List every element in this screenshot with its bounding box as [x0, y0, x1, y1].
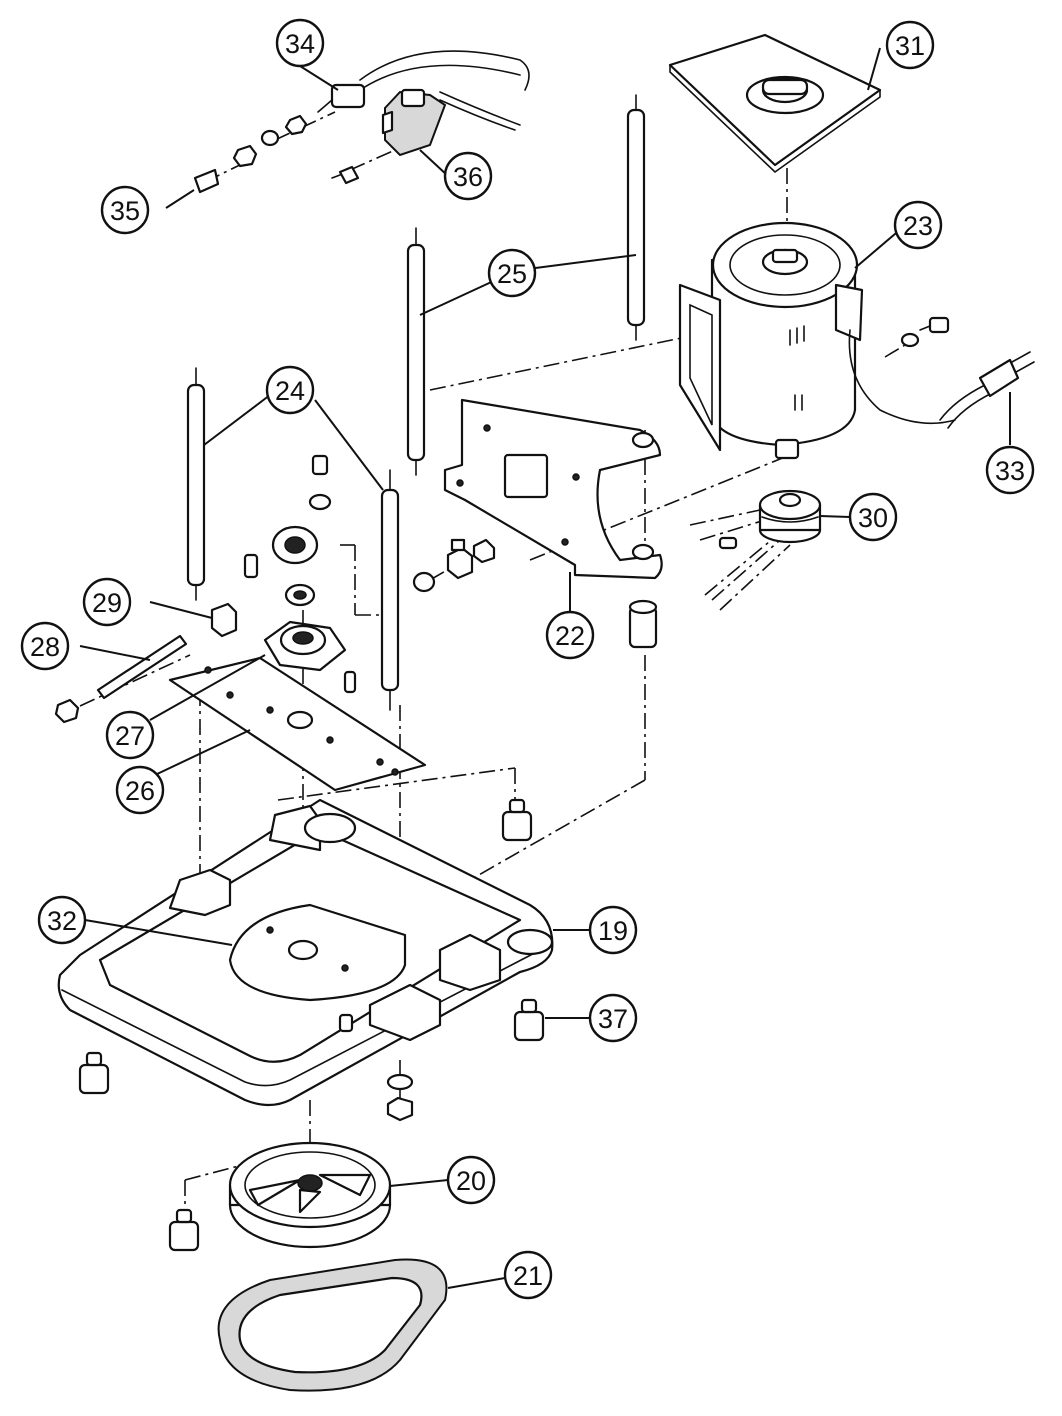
callout-35: 35 — [100, 185, 150, 235]
plate-part-26 — [168, 656, 427, 792]
svg-text:30: 30 — [858, 503, 888, 533]
bracket-fasteners — [412, 538, 658, 649]
disc-plate-part-32 — [228, 903, 407, 1002]
foot-part-37 — [78, 798, 545, 1252]
callout-30: 30 — [848, 492, 898, 542]
callout-31: 31 — [885, 20, 935, 70]
svg-text:27: 27 — [115, 721, 145, 751]
svg-text:29: 29 — [92, 588, 122, 618]
callout-33: 33 — [985, 445, 1035, 495]
callout-24: 24 — [265, 365, 315, 415]
callout-21: 21 — [503, 1250, 553, 1300]
callout-23: 23 — [893, 200, 943, 250]
svg-text:32: 32 — [47, 906, 77, 936]
callout-22: 22 — [545, 610, 595, 660]
motor-part-23 — [678, 221, 956, 460]
svg-text:21: 21 — [513, 1261, 543, 1291]
callouts: 19 20 21 22 23 24 25 26 27 28 29 30 31 3… — [20, 18, 1035, 1300]
callout-29: 29 — [82, 577, 132, 627]
svg-text:19: 19 — [598, 916, 628, 946]
leader-lines — [79, 47, 1011, 1289]
svg-text:37: 37 — [598, 1004, 628, 1034]
svg-text:24: 24 — [275, 376, 305, 406]
svg-text:31: 31 — [895, 31, 925, 61]
callout-19: 19 — [588, 905, 638, 955]
power-plug-part-33 — [939, 351, 1035, 429]
callout-32: 32 — [37, 895, 87, 945]
rod-part-25 — [406, 94, 646, 476]
svg-text:22: 22 — [555, 621, 585, 651]
svg-text:35: 35 — [110, 196, 140, 226]
callout-26: 26 — [115, 765, 165, 815]
svg-text:20: 20 — [456, 1166, 486, 1196]
motor-screw — [900, 316, 950, 348]
callout-36: 36 — [443, 151, 493, 201]
callout-27: 27 — [105, 710, 155, 760]
svg-text:23: 23 — [903, 211, 933, 241]
svg-text:28: 28 — [30, 632, 60, 662]
svg-text:26: 26 — [125, 776, 155, 806]
toggle-switch-part-34 — [193, 50, 530, 194]
cover-plate-part-31 — [668, 33, 882, 174]
large-pulley-part-20 — [228, 1141, 392, 1249]
svg-text:34: 34 — [285, 29, 315, 59]
svg-text:36: 36 — [453, 162, 483, 192]
belt-part-21 — [217, 1258, 448, 1392]
rod-part-24 — [186, 367, 400, 711]
callout-37: 37 — [588, 993, 638, 1043]
bearing-block-part-27 — [210, 454, 357, 694]
switch-part-36 — [331, 88, 447, 185]
callout-25: 25 — [487, 248, 537, 298]
callout-34: 34 — [275, 18, 325, 68]
motor-pulley-part-30 — [718, 489, 822, 550]
motor-bracket-part-22 — [443, 398, 663, 580]
svg-text:25: 25 — [497, 259, 527, 289]
shaft-part-28 — [54, 634, 188, 724]
callout-20: 20 — [446, 1155, 496, 1205]
callout-28: 28 — [20, 621, 70, 671]
svg-text:33: 33 — [995, 456, 1025, 486]
